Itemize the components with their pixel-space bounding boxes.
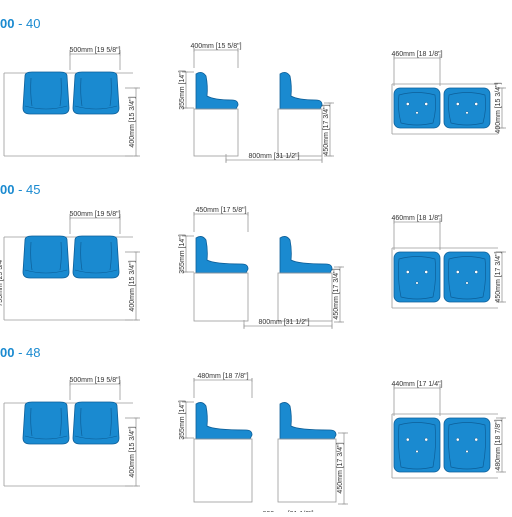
mounting-hole-icon (415, 281, 419, 285)
seat-front-view (22, 71, 70, 115)
seat-top-view (393, 417, 441, 473)
seat-contour (397, 92, 437, 126)
section-title: 00 - 45 (0, 182, 41, 197)
seat-side-view (195, 402, 253, 440)
seat-pedestal (193, 108, 239, 157)
dimension-label: 355mm [14"] (179, 70, 186, 110)
seat-side-view (195, 72, 239, 110)
mounting-hole-icon (455, 437, 460, 442)
dimension-label: 355mm [14"] (179, 400, 186, 440)
seat-top-view (393, 251, 441, 303)
section-title: 00 - 48 (0, 345, 41, 360)
dimension-label: 450mm [17 5/8"] (195, 207, 246, 214)
dimension-label: 480mm [18 7/8"] (197, 373, 248, 380)
seat-contour (447, 92, 487, 126)
dimension-label: 500mm [19 5/8"] (69, 377, 120, 384)
seat-contour (24, 435, 68, 440)
seat-pedestal (277, 272, 333, 322)
mounting-hole-icon (465, 449, 469, 454)
dimension-label: 460mm [18 1/8"] (391, 215, 442, 222)
seat-contour (74, 269, 118, 274)
seat-pedestal (277, 108, 323, 157)
seat-contour (74, 105, 118, 110)
dimension-label: 440mm [17 1/4"] (391, 381, 442, 388)
dimension-label: 480mm [18 7/8"] (495, 419, 502, 470)
seat-top-view (443, 251, 491, 303)
total-height-label: 755mm [29 3/4" (0, 257, 4, 307)
seat-side-view (279, 236, 333, 274)
mounting-hole-icon (405, 102, 410, 106)
seat-front-view (72, 235, 120, 279)
mounting-hole-icon (474, 102, 479, 106)
mounting-hole-icon (465, 281, 469, 285)
seat-contour (80, 241, 112, 271)
dimension-label: 400mm [15 3/4"] (129, 96, 136, 147)
mounting-hole-icon (405, 437, 410, 442)
section-title: 00 - 40 (0, 16, 41, 31)
mounting-hole-icon (465, 111, 469, 115)
seat-contour (74, 435, 118, 440)
seat-side-view (279, 402, 337, 440)
dimension-label: 400mm [15 3/4"] (495, 82, 502, 133)
seat-front-view (22, 401, 70, 445)
seat-top-view (443, 87, 491, 129)
seat-contour (30, 77, 62, 107)
mounting-hole-icon (424, 270, 429, 274)
seat-contour (397, 422, 437, 470)
seat-front-view (22, 235, 70, 279)
mounting-hole-icon (424, 102, 429, 106)
mounting-hole-icon (405, 270, 410, 274)
seat-pedestal (193, 272, 249, 322)
dimension-label: 500mm [19 5/8"] (69, 211, 120, 218)
mounting-hole-icon (455, 270, 460, 274)
seat-pedestal (193, 438, 253, 503)
seat-contour (447, 422, 487, 470)
seat-contour (80, 77, 112, 107)
dimension-label: 400mm [15 5/8"] (190, 43, 241, 50)
seat-contour (30, 407, 62, 437)
dimension-label: 450mm [17 3/4"] (333, 268, 340, 319)
seat-contour (447, 256, 487, 300)
dimension-label: 450mm [17 3/4"] (337, 442, 344, 493)
seat-front-view (72, 401, 120, 445)
seat-top-view (393, 87, 441, 129)
dimension-label: 450mm [17 3/4"] (495, 251, 502, 302)
mounting-hole-icon (474, 270, 479, 274)
seat-contour (397, 256, 437, 300)
mounting-hole-icon (424, 437, 429, 442)
mounting-hole-icon (415, 111, 419, 115)
seat-top-view (443, 417, 491, 473)
seat-side-view (279, 72, 323, 110)
mounting-hole-icon (415, 449, 419, 454)
mounting-hole-icon (455, 102, 460, 106)
seat-contour (30, 241, 62, 271)
seat-contour (80, 407, 112, 437)
dimension-label: 500mm [19 5/8"] (69, 47, 120, 54)
seat-contour (24, 105, 68, 110)
dimension-label: 400mm [15 3/4"] (129, 426, 136, 477)
seat-side-view (195, 236, 249, 274)
seat-contour (24, 269, 68, 274)
seat-pedestal (277, 438, 337, 503)
dimension-label: 355mm [14"] (179, 234, 186, 274)
dimension-label: 800mm [31 1/2"] (258, 319, 309, 326)
dimension-label: 460mm [18 1/8"] (391, 51, 442, 58)
dimension-label: 800mm [31 1/2"] (248, 153, 299, 160)
mounting-hole-icon (474, 437, 479, 442)
seat-front-view (72, 71, 120, 115)
dimension-label: 450mm [17 3/4"] (323, 104, 330, 155)
dimension-label: 400mm [15 3/4"] (129, 260, 136, 311)
